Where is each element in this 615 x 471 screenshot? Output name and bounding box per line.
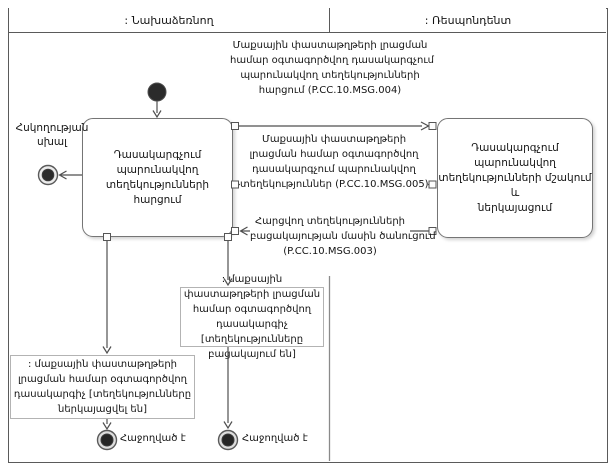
msg003-line: բացակայության մասին ծանուցում <box>250 231 436 242</box>
succeeded-label-left: Հաջողված է <box>120 433 186 444</box>
object-node-classifier-presented: : մաքսային փաստաթղթերի լրացման համար օգտ… <box>10 355 195 419</box>
object-absent-line: : մաքսային փաստաթղթերի լրացման <box>183 274 321 300</box>
object-absent-line: [տեղեկությունները բացակայում են] <box>200 334 304 360</box>
object-presented-line: : մաքսային փաստաթղթերի <box>27 359 178 370</box>
object-presented-line: լրացման համար օգտագործվող <box>17 374 188 385</box>
swimlane-respondent-label: : Ռեսպոնդենտ <box>424 13 512 27</box>
activity-request-info: Դասակարգչում պարունակվող տեղեկություններ… <box>82 118 233 237</box>
swimlane-initiator-label: : Նախաձեռնող <box>124 13 214 27</box>
control-error-line: Հսկողության <box>15 122 89 134</box>
msg003-line: Հարցվող տեղեկությունների <box>254 216 405 227</box>
object-presented-line: ներկայացվել են] <box>57 404 148 415</box>
swimlane-header-initiator: : Նախաձեռնող <box>9 8 329 33</box>
msg004-line: համար օգտագործվող դասակարգչում <box>230 55 435 66</box>
msg004-line: Մաքսային փաստաթղթերի լրացման <box>232 40 428 51</box>
object-absent-line: համար օգտագործվող դասակարգիչ <box>192 304 312 330</box>
succeeded-label-right: Հաջողված է <box>242 433 308 444</box>
activity-process-info: Դասակարգչում պարունակվող տեղեկություններ… <box>437 118 593 238</box>
object-node-classifier-absent: : մաքսային փաստաթղթերի լրացման համար օգտ… <box>180 274 324 360</box>
msg004-line: հարցում (P.CC.10.MSG.004) <box>258 85 402 96</box>
message-label-msg003: Հարցվող տեղեկությունների բացակայության մ… <box>250 214 436 259</box>
activity-process-line: ներկայացում <box>477 201 553 214</box>
control-error-line: սխալ <box>36 136 68 148</box>
activity-process-line: Դասակարգչում <box>471 141 559 154</box>
activity-request-line: պարունակվող <box>116 163 199 176</box>
msg004-line: պարունակվող տեղեկությունների <box>240 70 420 81</box>
activity-request-line: Դասակարգչում <box>113 148 202 161</box>
msg005-line: դասակարգչում պարունակվող <box>252 164 416 175</box>
msg005-line: Մաքսային փաստաթղթերի <box>261 134 407 145</box>
object-presented-line: դասակարգիչ [տեղեկությունները <box>13 389 192 400</box>
swimlane-header-respondent: : Ռեսպոնդենտ <box>329 8 606 33</box>
msg003-line: (P.CC.10.MSG.003) <box>283 246 377 257</box>
msg005-line: լրացման համար օգտագործվող <box>249 149 419 160</box>
activity-process-line: տեղեկությունների մշակում և <box>438 171 592 199</box>
msg005-line: տեղեկություններ (P.CC.10.MSG.005) <box>240 179 429 190</box>
control-error-label: Հսկողության սխալ <box>10 121 94 149</box>
message-label-msg004: Մաքսային փաստաթղթերի լրացման համար օգտագ… <box>230 38 435 98</box>
activity-process-line: պարունակվող <box>474 156 556 169</box>
message-label-msg005: Մաքսային փաստաթղթերի լրացման համար օգտագ… <box>240 132 429 192</box>
activity-request-line: տեղեկությունների հարցում <box>105 178 210 206</box>
